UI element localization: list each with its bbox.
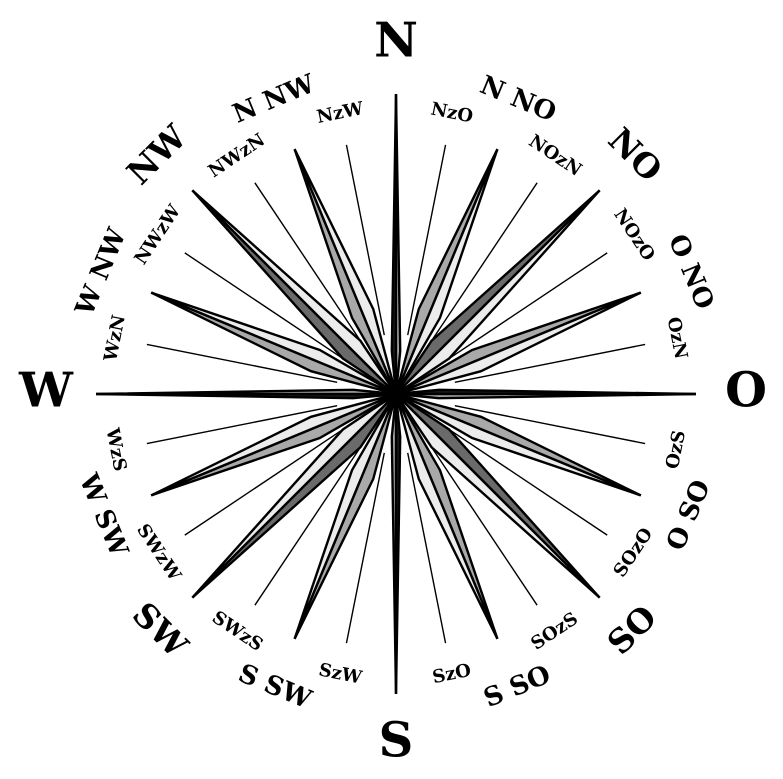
label-nozn: NOzN bbox=[525, 131, 586, 181]
label-nw: NW bbox=[119, 116, 195, 192]
rhumb-line-szw bbox=[345, 452, 385, 644]
label-nwzw: NWzW bbox=[130, 200, 185, 268]
label-swzs: SWzS bbox=[208, 607, 267, 656]
rhumb-line-nzo bbox=[407, 144, 447, 336]
label-so: SO bbox=[599, 597, 664, 662]
rhumb-line-wzs bbox=[146, 405, 338, 445]
label-w-nw: W NW bbox=[70, 223, 133, 320]
label-nozo: NOzO bbox=[609, 205, 659, 265]
ray-o-right bbox=[395, 392, 697, 400]
half-wind-layer bbox=[150, 148, 642, 640]
ray-so-right bbox=[395, 393, 601, 599]
ray-s-so-right bbox=[394, 393, 499, 640]
label-sozo: SOzO bbox=[609, 524, 657, 581]
label-nzw: NzW bbox=[315, 98, 366, 128]
ray-n-no-right bbox=[394, 148, 499, 395]
ray-w-nw-right bbox=[150, 291, 397, 396]
label-sozs: SOzS bbox=[527, 608, 582, 654]
intercardinal-layer bbox=[191, 189, 601, 599]
label-szo: SzO bbox=[431, 660, 473, 688]
label-ozn: OzN bbox=[663, 315, 692, 361]
rhumb-line-nzw bbox=[345, 144, 385, 336]
label-no: NO bbox=[601, 120, 670, 189]
ray-no-right bbox=[395, 189, 601, 395]
ray-w-sw-right bbox=[150, 392, 397, 497]
rhumb-line-nwzn bbox=[254, 182, 364, 345]
label-ozs: OzS bbox=[662, 429, 690, 471]
label-s-sw: S SW bbox=[234, 659, 316, 716]
cardinal-layer bbox=[95, 93, 697, 695]
label-n: N bbox=[374, 13, 418, 69]
compass-lines bbox=[146, 144, 646, 644]
ray-o-so-right bbox=[395, 392, 642, 497]
label-swzw: SWzW bbox=[132, 520, 185, 585]
ray-s-right bbox=[390, 393, 398, 695]
rhumb-line-swzs bbox=[254, 443, 364, 606]
ray-n-right bbox=[394, 93, 402, 395]
label-w: W bbox=[18, 363, 74, 419]
label-wzs: WzS bbox=[101, 425, 130, 473]
rhumb-line-nwzw bbox=[184, 252, 347, 362]
ray-n-nw-right bbox=[293, 148, 398, 395]
ray-s-sw-right bbox=[293, 393, 398, 640]
label-o: O bbox=[725, 363, 767, 419]
rhumb-line-ozs bbox=[454, 405, 646, 445]
rhumb-line-wzn bbox=[146, 343, 338, 383]
label-n-no: N NO bbox=[476, 70, 561, 128]
label-s: S bbox=[379, 713, 414, 769]
label-nwzn: NWzN bbox=[205, 129, 269, 182]
rhumb-line-ozn bbox=[454, 343, 646, 383]
rhumb-line-swzw bbox=[184, 426, 347, 536]
label-szw: SzW bbox=[317, 659, 364, 688]
label-sw: SW bbox=[125, 595, 196, 666]
label-s-so: S SO bbox=[480, 660, 555, 714]
rhumb-line-sozo bbox=[445, 426, 608, 536]
ray-sw-right bbox=[191, 393, 397, 599]
ray-nw-right bbox=[191, 189, 397, 395]
label-w-sw: W SW bbox=[72, 469, 133, 562]
rhumb-line-nozn bbox=[428, 182, 538, 345]
label-n-nw: N NW bbox=[229, 69, 320, 130]
label-nzo: NzO bbox=[429, 99, 475, 128]
rhumb-line-szo bbox=[407, 452, 447, 644]
ray-w-right bbox=[95, 388, 397, 396]
label-wzn: WzN bbox=[100, 313, 130, 364]
rhumb-line-sozs bbox=[428, 443, 538, 606]
label-o-no: O NO bbox=[662, 230, 720, 314]
ray-o-no-right bbox=[395, 291, 642, 396]
rhumb-line-nozo bbox=[445, 252, 608, 362]
label-o-so: O SO bbox=[661, 476, 717, 555]
